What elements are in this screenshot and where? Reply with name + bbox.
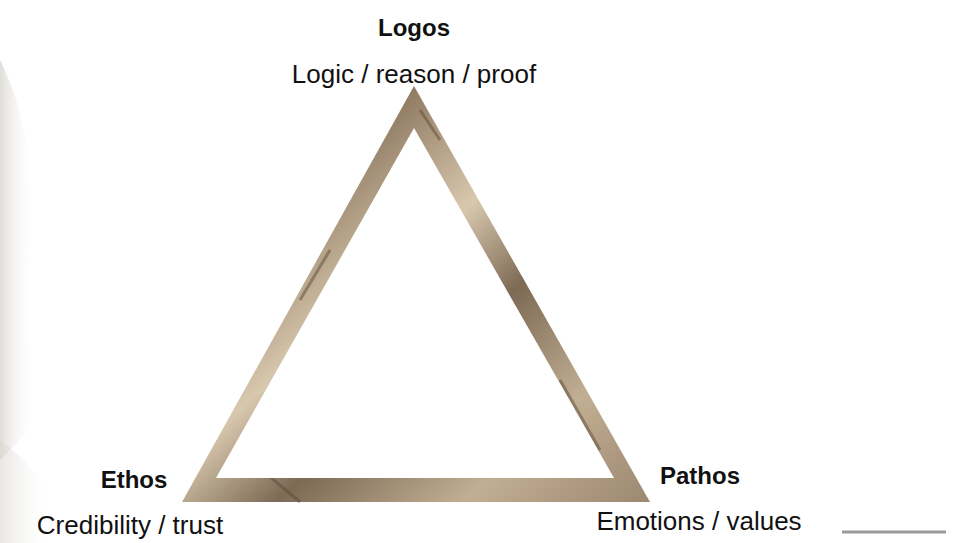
marble-triangle: [182, 86, 650, 502]
triangle-inner: [216, 128, 614, 478]
vertex-description: Logic / reason / proof: [292, 60, 536, 90]
vertex-title: Pathos: [660, 462, 740, 490]
rule-line: [842, 531, 946, 534]
vertex-title: Ethos: [101, 466, 168, 494]
vertex-description: Emotions / values: [596, 507, 801, 537]
statue-shadow: [0, 60, 36, 460]
vertex-title: Logos: [378, 14, 450, 42]
vertex-description: Credibility / trust: [37, 511, 223, 541]
